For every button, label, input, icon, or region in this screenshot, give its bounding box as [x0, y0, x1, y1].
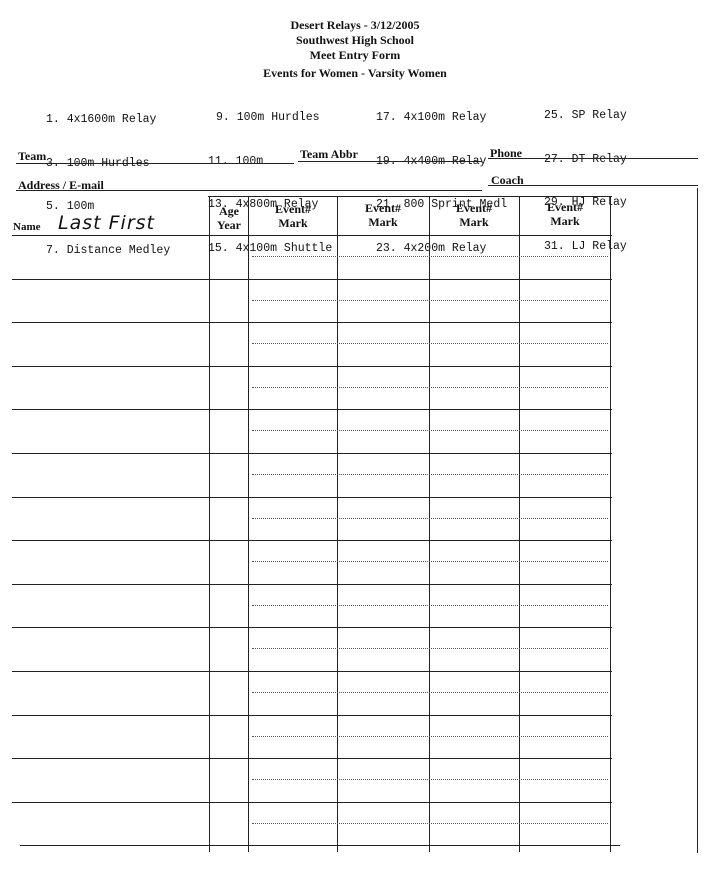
team-label: Team: [18, 149, 47, 163]
entry-row-divider: [12, 758, 612, 760]
mark-dotted-line[interactable]: [252, 779, 608, 781]
team-field-line[interactable]: [16, 163, 294, 164]
team-abbr-label: Team Abbr: [300, 147, 358, 161]
entry-row-divider: [12, 322, 612, 324]
entry-row-divider: [12, 278, 612, 280]
event-item: 13. 4x800m Relay: [208, 198, 319, 211]
handwritten-last-first: Last First: [58, 212, 155, 234]
school-name: Southwest High School: [295, 33, 415, 47]
meet-title: Desert Relays - 3/12/2005: [290, 18, 420, 32]
mark-dotted-line[interactable]: [252, 604, 608, 606]
entry-row-divider: [12, 365, 612, 367]
event-item: 7. Distance Medley: [46, 243, 171, 257]
event-item: 29. HJ Relay: [544, 196, 627, 209]
right-margin-line: [697, 188, 698, 853]
mark-dotted-line[interactable]: [252, 735, 608, 737]
events-column-3: 17. 4x100m Relay 19. 4x400m Relay 21. 80…: [376, 82, 507, 271]
event-mark-header-2: Event# Mark: [365, 201, 401, 229]
mark-dotted-line[interactable]: [252, 648, 608, 650]
event-mark-header-3: Event# Mark: [456, 201, 492, 229]
header-bottom-line: [12, 235, 612, 236]
event-item: 23. 4x200m Relay: [376, 241, 487, 255]
event-divider-3: [519, 196, 520, 852]
mark-dotted-line[interactable]: [252, 473, 608, 475]
event-item: 15. 4x100m Shuttle: [208, 241, 333, 255]
entry-row-divider: [12, 409, 612, 411]
coach-label: Coach: [491, 173, 524, 187]
form-title: Meet Entry Form: [309, 48, 401, 62]
entry-row-divider: [12, 801, 612, 803]
address-field-line[interactable]: [16, 190, 482, 191]
event-mark-header-4: Event# Mark: [547, 200, 583, 228]
name-age-divider: [209, 196, 210, 852]
table-top-line: [208, 196, 612, 197]
events-subtitle: Events for Women - Varsity Women: [263, 66, 447, 80]
entry-row-divider: [12, 714, 612, 716]
event-item: 31. LJ Relay: [544, 239, 627, 253]
entry-row-divider: [12, 540, 612, 542]
mark-dotted-line[interactable]: [252, 822, 608, 824]
event-mark-header-1: Event# Mark: [275, 202, 311, 230]
age-event-divider: [248, 196, 249, 852]
table-right-edge: [610, 196, 611, 852]
entry-row-divider: [12, 496, 612, 498]
entry-row-divider: [12, 627, 612, 629]
event-item: 9. 100m Hurdles: [216, 111, 320, 124]
events-column-2: 9. 100m Hurdles 11. 100m 13. 4x800m Rela…: [208, 82, 332, 271]
event-divider-2: [429, 196, 430, 852]
event-item: 21. 800 Sprint Medl: [376, 198, 508, 211]
event-item: 17. 4x100m Relay: [376, 111, 487, 124]
age-year-header: Age Year: [217, 204, 241, 232]
event-item: 11. 100m: [208, 154, 264, 168]
event-item: 5. 100m: [46, 200, 95, 213]
entry-row-divider: [12, 671, 612, 672]
team-abbr-field-line[interactable]: [298, 161, 482, 162]
entry-row-divider: [12, 583, 612, 585]
mark-dotted-line[interactable]: [252, 386, 608, 388]
mark-dotted-line[interactable]: [252, 430, 608, 432]
mark-dotted-line[interactable]: [252, 299, 608, 301]
events-column-4: 25. SP Relay 27. DT Relay 29. HJ Relay 3…: [544, 80, 627, 269]
address-label: Address / E-mail: [18, 178, 104, 192]
event-divider-1: [337, 196, 338, 852]
event-item: 1. 4x1600m Relay: [46, 113, 157, 126]
phone-field-line[interactable]: [488, 158, 698, 159]
event-item: 27. DT Relay: [544, 152, 627, 166]
coach-field-line[interactable]: [488, 185, 698, 186]
form-header: Desert Relays - 3/12/2005 Southwest High…: [0, 18, 710, 81]
event-item: 25. SP Relay: [544, 109, 627, 122]
entry-row-divider: [12, 453, 612, 454]
name-column-label: Name: [13, 221, 41, 233]
entry-row-divider: [20, 845, 620, 847]
mark-dotted-line[interactable]: [252, 343, 608, 345]
phone-label: Phone: [490, 146, 523, 160]
mark-dotted-line[interactable]: [252, 691, 608, 693]
mark-dotted-line[interactable]: [252, 255, 608, 257]
mark-dotted-line[interactable]: [252, 517, 608, 519]
mark-dotted-line[interactable]: [252, 561, 608, 563]
